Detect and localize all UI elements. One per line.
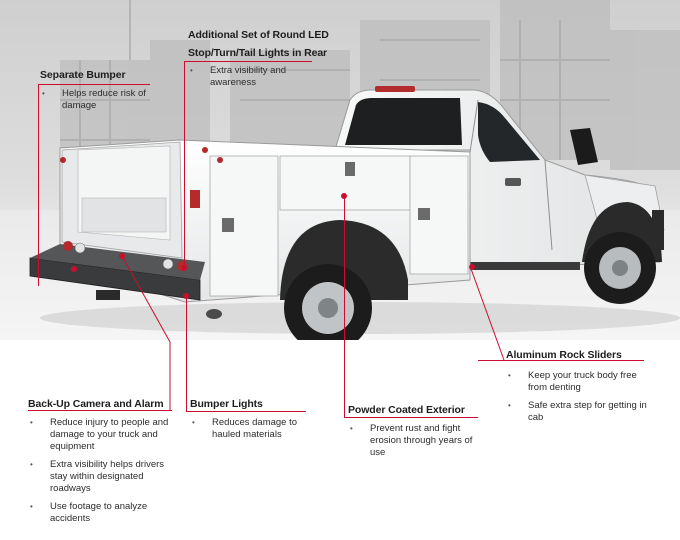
backup-camera-rule xyxy=(28,410,172,411)
callout-rock-sliders: Aluminum Rock Sliders Keep your truck bo… xyxy=(506,346,656,430)
separate-bumper-leader xyxy=(38,84,39,286)
led-lights-point xyxy=(181,265,187,271)
bullet-item: Extra visibility and awareness xyxy=(188,65,298,89)
callout-title: Aluminum Rock Sliders xyxy=(506,349,622,361)
rock-sliders-leader xyxy=(470,265,505,361)
bullet-item: Extra visibility helps drivers stay with… xyxy=(28,459,176,495)
led-lights-rule xyxy=(184,61,312,62)
rock-sliders-rule xyxy=(478,360,644,361)
bullet-item: Keep your truck body free from denting xyxy=(506,370,650,394)
callout-led-lights: Additional Set of Round LED Stop/Turn/Ta… xyxy=(188,26,329,95)
callout-bullets: Prevent rust and fight erosion through y… xyxy=(348,423,482,459)
bullet-item: Helps reduce risk of damage xyxy=(40,88,160,112)
truck-cab xyxy=(334,86,665,304)
powder-coated-leader xyxy=(344,196,345,417)
bumper-lights-point xyxy=(183,293,189,299)
service-body xyxy=(29,139,471,340)
rock-sliders-point xyxy=(469,264,475,270)
callout-powder-coated: Powder Coated Exterior Prevent rust and … xyxy=(348,401,482,465)
powder-coated-point xyxy=(341,193,347,199)
callout-bullets: Reduce injury to people and damage to yo… xyxy=(28,417,176,525)
callout-title: Powder Coated Exterior xyxy=(348,404,465,416)
callout-backup-camera: Back-Up Camera and Alarm Reduce injury t… xyxy=(28,395,176,531)
callout-bullets: Keep your truck body free from denting S… xyxy=(506,370,656,424)
backup-camera-point xyxy=(119,253,125,259)
bullet-item: Safe extra step for getting in cab xyxy=(506,400,650,424)
bumper-lights-rule xyxy=(186,411,306,412)
powder-coated-rule xyxy=(344,417,478,418)
bumper-lights-leader xyxy=(186,296,187,411)
separate-bumper-rule xyxy=(38,84,150,85)
bullet-item: Prevent rust and fight erosion through y… xyxy=(348,423,482,459)
callout-title: Bumper Lights xyxy=(190,398,263,410)
backup-camera-leader xyxy=(121,255,171,410)
callout-bullets: Reduces damage to hauled materials xyxy=(190,417,310,441)
callout-title-line2: Stop/Turn/Tail Lights in Rear xyxy=(188,47,328,59)
bullet-item: Reduces damage to hauled materials xyxy=(190,417,310,441)
separate-bumper-point xyxy=(71,266,77,272)
bullet-item: Use footage to analyze accidents xyxy=(28,501,176,525)
callout-bullets: Helps reduce risk of damage xyxy=(40,88,160,112)
bullet-item: Reduce injury to people and damage to yo… xyxy=(28,417,176,453)
background-construction-site xyxy=(0,0,680,340)
callout-bullets: Extra visibility and awareness xyxy=(188,65,328,89)
led-lights-leader xyxy=(184,61,185,267)
callout-separate-bumper: Separate Bumper Helps reduce risk of dam… xyxy=(40,66,160,118)
callout-title-line1: Additional Set of Round LED xyxy=(188,29,329,41)
callout-title: Separate Bumper xyxy=(40,69,126,81)
callout-bumper-lights: Bumper Lights Reduces damage to hauled m… xyxy=(190,395,310,447)
callout-title: Back-Up Camera and Alarm xyxy=(28,398,164,410)
